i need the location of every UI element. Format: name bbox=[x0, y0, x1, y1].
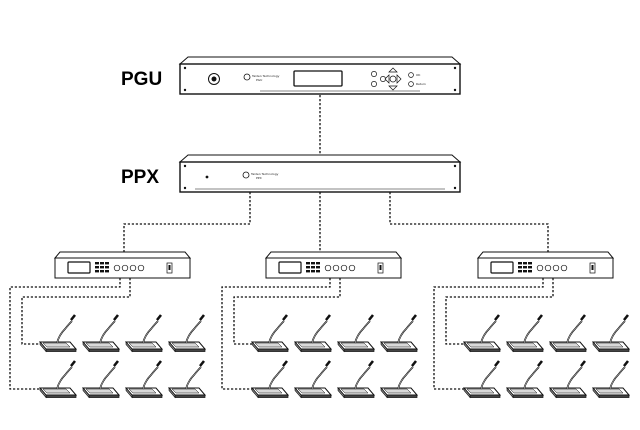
pgu-unit: Taiden Technology PGU OK Return bbox=[178, 56, 462, 95]
logo-icon bbox=[243, 73, 251, 81]
microphone-unit bbox=[505, 313, 545, 353]
ppx-label: PPX bbox=[121, 167, 159, 188]
microphone-unit bbox=[505, 359, 545, 399]
microphone-unit bbox=[591, 359, 631, 399]
microphone-unit bbox=[379, 359, 419, 399]
microphone-unit bbox=[124, 313, 164, 353]
pgu-display bbox=[293, 70, 343, 87]
group-left bbox=[38, 313, 207, 399]
link-left-outer bbox=[9, 278, 121, 390]
link-ppx-distributor-right bbox=[389, 192, 549, 252]
link-right-inner bbox=[445, 278, 554, 345]
pgu-return-label: Return bbox=[416, 82, 426, 86]
microphone-unit bbox=[462, 313, 502, 353]
microphone-unit bbox=[462, 359, 502, 399]
pgu-label: PGU bbox=[121, 69, 162, 90]
distributor-left bbox=[54, 251, 191, 279]
distributor-right bbox=[477, 251, 614, 279]
microphone-unit bbox=[336, 359, 376, 399]
microphone-unit bbox=[38, 313, 78, 353]
microphone-unit bbox=[293, 313, 333, 353]
microphone-unit bbox=[293, 359, 333, 399]
ppx-front-caption: Taiden Technology bbox=[250, 172, 279, 176]
link-right-outer bbox=[433, 278, 544, 390]
microphone-unit bbox=[250, 313, 290, 353]
microphone-unit bbox=[167, 359, 207, 399]
microphone-unit bbox=[81, 313, 121, 353]
microphone-unit bbox=[548, 313, 588, 353]
microphone-unit bbox=[591, 313, 631, 353]
microphone-unit bbox=[81, 359, 121, 399]
link-ppx-distributor-left bbox=[123, 192, 251, 252]
pgu-ok-label: OK bbox=[416, 73, 421, 77]
pgu-front-caption: Taiden Technology bbox=[251, 74, 280, 78]
microphone-unit bbox=[167, 313, 207, 353]
link-center-outer bbox=[221, 278, 331, 390]
microphone-unit bbox=[336, 313, 376, 353]
group-center bbox=[250, 313, 419, 399]
microphone-unit bbox=[124, 359, 164, 399]
link-left-inner bbox=[21, 278, 131, 345]
microphone-unit bbox=[379, 313, 419, 353]
ppx-unit: Taiden Technology PPX bbox=[178, 154, 462, 193]
microphone-unit bbox=[38, 359, 78, 399]
microphone-unit bbox=[548, 359, 588, 399]
navigation-pad-icon bbox=[384, 67, 402, 91]
pgu-front-sub: PGU bbox=[256, 78, 262, 82]
logo-icon bbox=[242, 171, 250, 179]
ppx-front-sub: PPX bbox=[256, 176, 262, 180]
microphone-unit bbox=[250, 359, 290, 399]
link-center-inner bbox=[233, 278, 341, 345]
group-right bbox=[462, 313, 631, 399]
distributor-center bbox=[265, 251, 402, 279]
connection-lines bbox=[9, 95, 554, 390]
